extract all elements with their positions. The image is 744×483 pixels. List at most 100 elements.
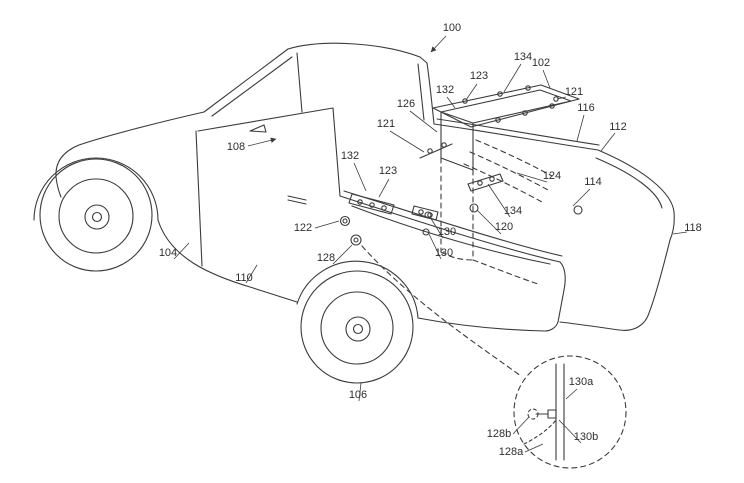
ref-label-106: 106 [349, 389, 367, 401]
ref-label-123-top: 123 [470, 70, 488, 82]
bed-far-rail-outer [433, 123, 599, 151]
rear-wheel-inner [320, 291, 394, 365]
ref-label-121-right: 121 [565, 86, 583, 98]
bin-opening-inner [440, 89, 572, 124]
small-bracket [411, 205, 439, 221]
bolt-hole [369, 202, 375, 208]
ref-label-126: 126 [397, 98, 415, 110]
bolt-hole [497, 91, 503, 97]
rocker-line [157, 219, 298, 303]
front-fascia [55, 144, 80, 198]
detail-pointer-dashed [361, 245, 522, 377]
front-wheel-arch [33, 157, 159, 221]
bolt-hole [427, 148, 433, 154]
front-wheel-outer [39, 158, 153, 272]
ref-label-112: 112 [609, 121, 627, 133]
leader-lines [173, 35, 688, 453]
rear-wheel-arch [296, 260, 419, 319]
ref-label-130-lower: 130 [435, 247, 453, 259]
ref-label-104: 104 [159, 247, 177, 259]
bolt-hole [522, 110, 528, 116]
bolt-hole [462, 98, 468, 104]
ref-label-114: 114 [584, 176, 602, 188]
bolt-hole [549, 103, 555, 109]
ref-label-130-upper: 130 [438, 226, 456, 238]
hood-line [78, 111, 205, 146]
window-pillar [296, 52, 303, 113]
tunnel-bottom-hidden [440, 251, 474, 261]
storage-bin-drawing [339, 84, 580, 246]
bin-side-flange [419, 143, 453, 159]
rib-curve-3 [463, 163, 543, 203]
tailgate-detail-hole [573, 205, 583, 215]
ref-label-134-mid: 134 [504, 205, 522, 217]
ref-label-116: 116 [577, 102, 595, 114]
bracket-pin-upper [424, 211, 432, 219]
ref-label-102: 102 [532, 57, 550, 69]
ref-label-130a: 130a [569, 376, 594, 388]
front-wheel-inner [58, 178, 134, 254]
b-pillar [332, 107, 341, 197]
rail-bracket-plate [348, 193, 395, 215]
ref-label-128: 128 [317, 252, 335, 264]
ref-label-100: 100 [443, 22, 461, 34]
front-wheel-cap [91, 211, 103, 223]
latch-part [469, 203, 479, 213]
front-wheel-hub [84, 204, 110, 230]
ref-label-110: 110 [235, 272, 253, 284]
tailgate-inner [595, 157, 663, 209]
ref-label-122: 122 [294, 222, 312, 234]
window-inner-line [211, 56, 293, 117]
rear-wheel-cap [352, 323, 364, 335]
rear-wheel-outer [300, 270, 414, 384]
hidden-structure-dashed [361, 139, 553, 377]
ref-label-134-top: 134 [514, 51, 532, 63]
ref-label-132-mid: 132 [341, 150, 359, 162]
bracket-pin-lower [422, 228, 430, 236]
cab-inner-rear [417, 63, 425, 121]
fastener-part-outer [350, 234, 362, 246]
ref-label-124: 124 [543, 170, 561, 182]
bolt-hole [357, 199, 363, 205]
tailgate-outer [559, 149, 675, 331]
rib-curve-1 [475, 139, 553, 177]
fastener-part-inner [353, 237, 359, 243]
ref-label-120: 120 [495, 221, 513, 233]
bolt-hole [477, 180, 483, 186]
lower-rear-line [417, 317, 559, 332]
bolt-hole [525, 85, 531, 91]
grommet-outer [339, 215, 351, 227]
bin-flange-outer [432, 84, 580, 128]
bolt-hole [441, 142, 447, 148]
bed-near-rail-inner [343, 190, 563, 257]
ref-label-123-mid: 123 [379, 165, 397, 177]
hidden-panel-curve [523, 419, 557, 445]
lower-plate [467, 173, 504, 192]
door-front-edge [195, 130, 203, 267]
bed-interior-floor [351, 205, 551, 265]
ref-label-132-top: 132 [436, 84, 454, 96]
ref-label-121-left: 121 [377, 118, 395, 130]
tunnel-floor-hidden [472, 259, 539, 285]
cab-roof-path [287, 42, 428, 64]
bed-far-rail-inner [436, 118, 600, 146]
bolt-hole [418, 209, 424, 215]
bed-rear-corner [557, 261, 566, 323]
fastener-head [547, 409, 557, 419]
ref-label-130b: 130b [574, 431, 598, 443]
beltline [197, 107, 334, 132]
ref-label-118: 118 [684, 222, 702, 234]
ref-label-128b: 128b [487, 428, 511, 440]
bolt-hole [381, 205, 387, 211]
door-handle [287, 195, 307, 205]
grommet-inner [342, 218, 348, 224]
bin-front-bottom [440, 157, 474, 171]
mirror [249, 124, 267, 133]
bolt-hole [495, 117, 501, 123]
rear-wheel-hub [345, 316, 371, 342]
a-pillar [203, 48, 289, 113]
ref-label-128a: 128a [499, 446, 524, 458]
detail-circle [513, 355, 627, 469]
